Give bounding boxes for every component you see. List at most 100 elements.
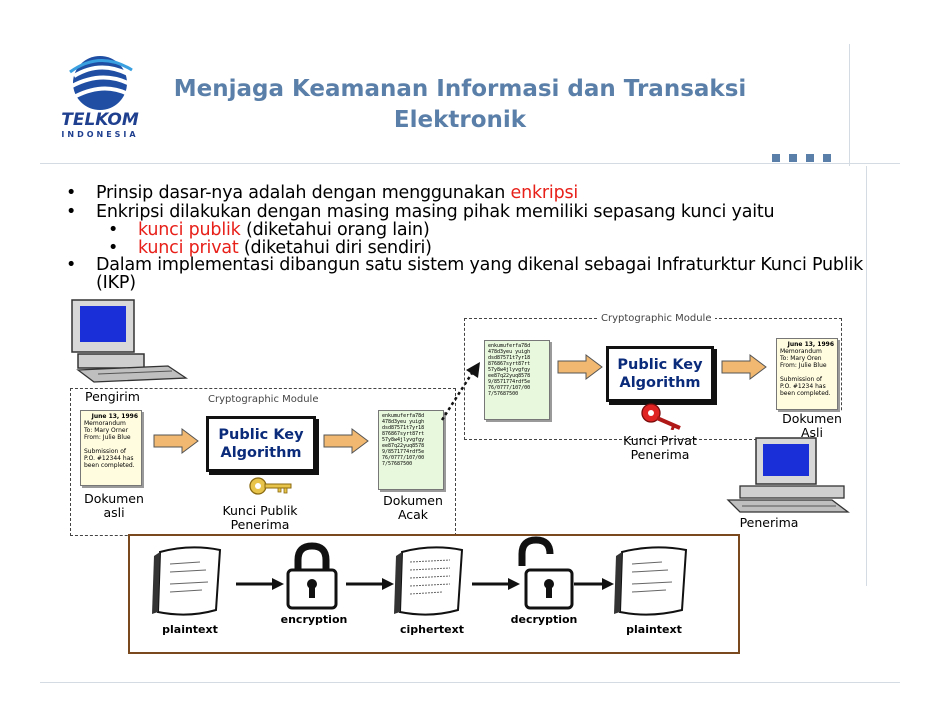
private-key-label-line-1: Kunci Privat bbox=[623, 433, 697, 448]
arrow-right-icon bbox=[557, 354, 603, 380]
algo-right-line-1: Public Key bbox=[617, 357, 703, 373]
public-key-algorithm-right: Public Key Algorithm bbox=[606, 346, 714, 402]
sub-bullet-1: • kunci publik (diketahui orang lain) bbox=[108, 220, 430, 240]
transfer-arrow-icon bbox=[440, 362, 480, 421]
cipher-line: 876867syrt87rt bbox=[382, 431, 425, 437]
footer-rule bbox=[40, 682, 900, 683]
bullet-dot: • bbox=[66, 183, 77, 203]
private-key-label: Kunci Privat Penerima bbox=[610, 434, 710, 462]
public-key-label-line-1: Kunci Publik bbox=[222, 503, 298, 518]
sub-bullet-1-text: (diketahui orang lain) bbox=[240, 220, 430, 240]
algo-left-line-2: Algorithm bbox=[220, 445, 302, 461]
bullet-1-highlight: enkripsi bbox=[510, 183, 579, 203]
header-square-4 bbox=[823, 154, 831, 162]
public-key-label-line-2: Penerima bbox=[230, 517, 290, 532]
key-gold-icon bbox=[249, 477, 292, 495]
bullet-3-line-2: (IKP) bbox=[96, 273, 136, 293]
arrow-right-icon bbox=[721, 354, 767, 380]
cipher-line: ee87q22yuq8578 bbox=[488, 373, 531, 379]
cipher-line: 478d3yeu yuigh bbox=[488, 349, 531, 355]
telkom-logo: TELKOM INDONESIA bbox=[50, 52, 150, 139]
public-key-label: Kunci Publik Penerima bbox=[210, 504, 310, 532]
doc-left-label-line-2: asli bbox=[103, 505, 125, 520]
doc-right-label-line-1: Dokumen bbox=[782, 411, 842, 426]
cipher-line: 478d3yeu yuigh bbox=[382, 419, 425, 425]
memo-right-line: Submission of bbox=[780, 376, 823, 383]
cipher-label-line-2: Acak bbox=[397, 507, 429, 522]
cycle-arrow-icon bbox=[236, 578, 284, 590]
memo-right-line: Memorandum bbox=[780, 348, 822, 355]
sender-label: Pengirim bbox=[82, 390, 143, 404]
memo-right-line bbox=[780, 369, 834, 376]
sub-bullet-2-text: (diketahui diri sendiri) bbox=[238, 238, 432, 258]
memo-left-line: To: Mary Orner bbox=[84, 427, 129, 434]
header-vertical-rule bbox=[849, 44, 850, 166]
cipher-doc-left: enkumuferfa78d 478d3yeu yuigh dsd87571t7… bbox=[378, 410, 444, 490]
cipher-doc-right: enkumuferfa78d 478d3yeu yuigh dsd87571t7… bbox=[484, 340, 550, 420]
algo-right-line-2: Algorithm bbox=[619, 375, 701, 391]
cipher-line: 7/57687500 bbox=[382, 461, 413, 467]
title-line-2: Elektronik bbox=[393, 107, 527, 133]
cipher-line: 9/8571774rdf5e bbox=[488, 379, 531, 385]
logo-subtext: INDONESIA bbox=[61, 130, 139, 139]
bullet-3-line-1: Dalam implementasi dibangun satu sistem … bbox=[96, 255, 864, 275]
receiver-label: Penerima bbox=[739, 515, 799, 530]
sender-computer-icon bbox=[71, 299, 189, 383]
cipher-line: enkumuferfa78d bbox=[382, 413, 425, 419]
cipher-line: 876867syrt87rt bbox=[488, 361, 531, 367]
cipher-label: Dokumen Acak bbox=[376, 494, 450, 522]
bullet-1-text: Prinsip dasar-nya adalah dengan mengguna… bbox=[96, 183, 511, 203]
cycle-decryption-label: decryption bbox=[510, 613, 578, 626]
right-margin-rule bbox=[866, 166, 867, 586]
memo-left-line: been completed. bbox=[84, 462, 135, 469]
header-square-2 bbox=[789, 154, 797, 162]
memo-left-line: P.O. #12344 has bbox=[84, 455, 134, 462]
cipher-line: 76/0777/107/00 bbox=[488, 385, 531, 391]
lock-closed-icon bbox=[286, 542, 338, 610]
memo-left-line: Memorandum bbox=[84, 420, 126, 427]
bullet-dot: • bbox=[66, 202, 77, 222]
bullet-1: • Prinsip dasar-nya adalah dengan menggu… bbox=[66, 183, 579, 203]
cipher-line: dsd87571t7yr18 bbox=[382, 425, 425, 431]
ciphertext-doc-icon bbox=[394, 546, 464, 616]
plaintext-doc-icon bbox=[614, 546, 688, 616]
header-horizontal-rule bbox=[40, 163, 900, 164]
cycle-arrow-icon bbox=[346, 578, 394, 590]
doc-left-label: Dokumen asli bbox=[78, 492, 150, 520]
memo-right-line: To: Mary Oren bbox=[780, 355, 822, 362]
cipher-label-line-1: Dokumen bbox=[383, 493, 443, 508]
header-square-3 bbox=[806, 154, 814, 162]
receiver-computer-icon bbox=[726, 437, 850, 513]
bullet-dot: • bbox=[108, 238, 119, 258]
telkom-globe-icon bbox=[69, 56, 133, 110]
memo-left-date: June 13, 1996 bbox=[91, 413, 138, 420]
bullet-dot: • bbox=[66, 255, 77, 275]
cycle-arrow-icon bbox=[472, 578, 520, 590]
plaintext-doc-icon bbox=[152, 546, 222, 616]
cycle-arrow-icon bbox=[574, 578, 614, 590]
memo-right-line: P.O. #1234 has bbox=[780, 383, 826, 390]
cipher-line: 57y8w4jlyvgfgy bbox=[382, 437, 425, 443]
memo-right: June 13, 1996 Memorandum To: Mary Oren F… bbox=[776, 338, 838, 410]
algo-left-line-1: Public Key bbox=[218, 427, 304, 443]
doc-right-label: Dokumen Asli bbox=[772, 412, 852, 440]
cipher-line: 7/57687500 bbox=[488, 391, 519, 397]
doc-left-label-line-1: Dokumen bbox=[84, 491, 144, 506]
title-line-1: Menjaga Keamanan Informasi dan Transaksi bbox=[173, 76, 747, 102]
public-key-algorithm-left: Public Key Algorithm bbox=[206, 416, 316, 472]
arrow-right-icon bbox=[153, 428, 199, 454]
bullet-2: • Enkripsi dilakukan dengan masing masin… bbox=[66, 203, 775, 221]
sub-bullet-2: • kunci privat (diketahui diri sendiri) bbox=[108, 238, 432, 258]
key-red-icon bbox=[641, 403, 681, 430]
module-label-left: Cryptographic Module bbox=[205, 394, 322, 405]
memo-left-line: Submission of bbox=[84, 448, 127, 455]
logo-text: TELKOM bbox=[61, 110, 139, 130]
lock-open-icon bbox=[518, 536, 574, 610]
memo-left-line bbox=[84, 441, 138, 448]
bullet-dot: • bbox=[108, 220, 119, 240]
cipher-line: 76/0777/107/00 bbox=[382, 455, 425, 461]
private-key-label-line-2: Penerima bbox=[630, 447, 690, 462]
cycle-ciphertext-label: ciphertext bbox=[400, 623, 464, 636]
cipher-line: 9/8571774rdf5e bbox=[382, 449, 425, 455]
memo-left: June 13, 1996 Memorandum To: Mary Orner … bbox=[80, 410, 142, 486]
